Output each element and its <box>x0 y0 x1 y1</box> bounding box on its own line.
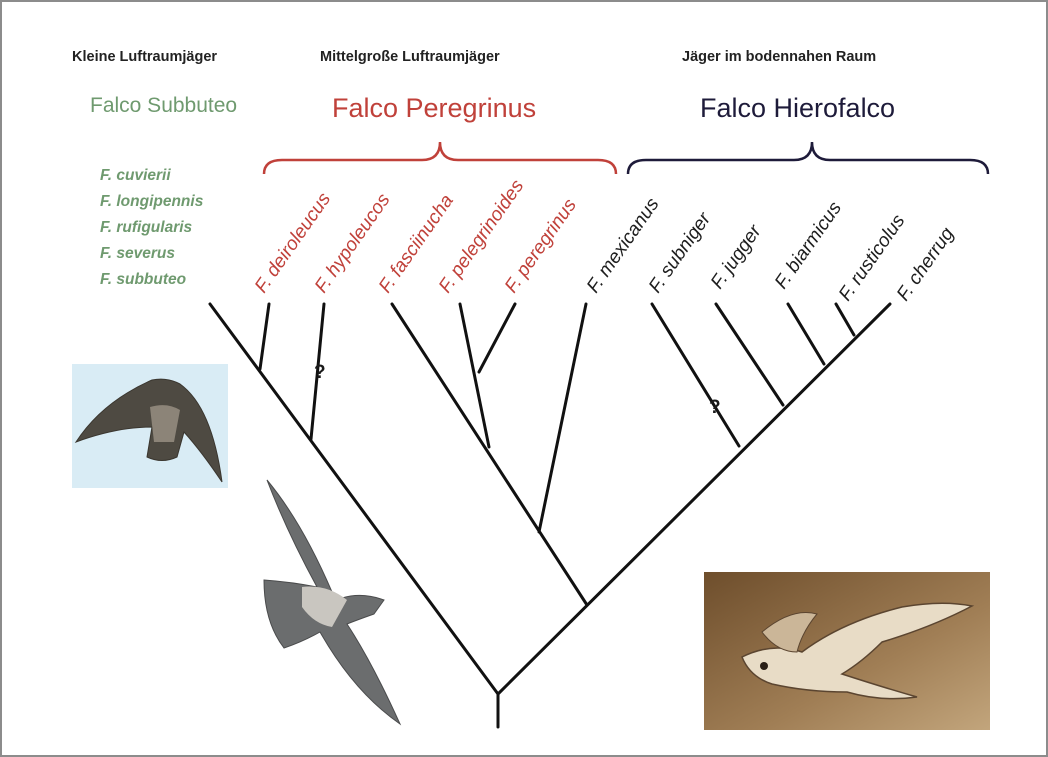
group-title-subbuteo: Falco Subbuteo <box>90 94 237 117</box>
species-label: F. cuvierii <box>100 167 171 184</box>
tree-branch <box>652 304 739 446</box>
peregrinus-brace <box>264 142 616 174</box>
species-label: F. longipennis <box>100 193 204 210</box>
species-label: F. biarmicus <box>771 198 846 293</box>
tree-branch <box>539 304 586 532</box>
lanner-falcon-photo <box>704 572 990 730</box>
uncertain-mark: ? <box>314 362 326 383</box>
hobby-falcon-photo <box>72 364 228 488</box>
tree-branch <box>479 304 515 372</box>
tree-branch <box>260 304 269 369</box>
tree-branch <box>788 304 824 364</box>
header-medium-hunters: Mittelgroße Luftraumjäger <box>320 49 500 65</box>
species-label: F. subniger <box>645 208 716 296</box>
species-label: F. cherrug <box>893 224 959 305</box>
species-label: F. jugger <box>707 221 766 293</box>
tree-branch <box>460 304 489 447</box>
tree-branch <box>836 304 854 335</box>
tree-branch <box>716 304 783 405</box>
species-label: F. rufigularis <box>100 219 193 236</box>
header-ground-hunters: Jäger im bodennahen Raum <box>682 49 876 65</box>
species-label: F. subbuteo <box>100 271 186 288</box>
group-title-hierofalco: Falco Hierofalco <box>700 93 895 123</box>
group-title-peregrinus: Falco Peregrinus <box>332 93 536 123</box>
species-label: F. severus <box>100 245 175 262</box>
hierofalco-brace <box>628 142 988 174</box>
peregrine-falcon-photo <box>264 480 400 724</box>
species-label: F. peregrinus <box>501 195 581 297</box>
uncertain-mark: ? <box>709 397 721 418</box>
header-small-hunters: Kleine Luftraumjäger <box>72 49 217 65</box>
